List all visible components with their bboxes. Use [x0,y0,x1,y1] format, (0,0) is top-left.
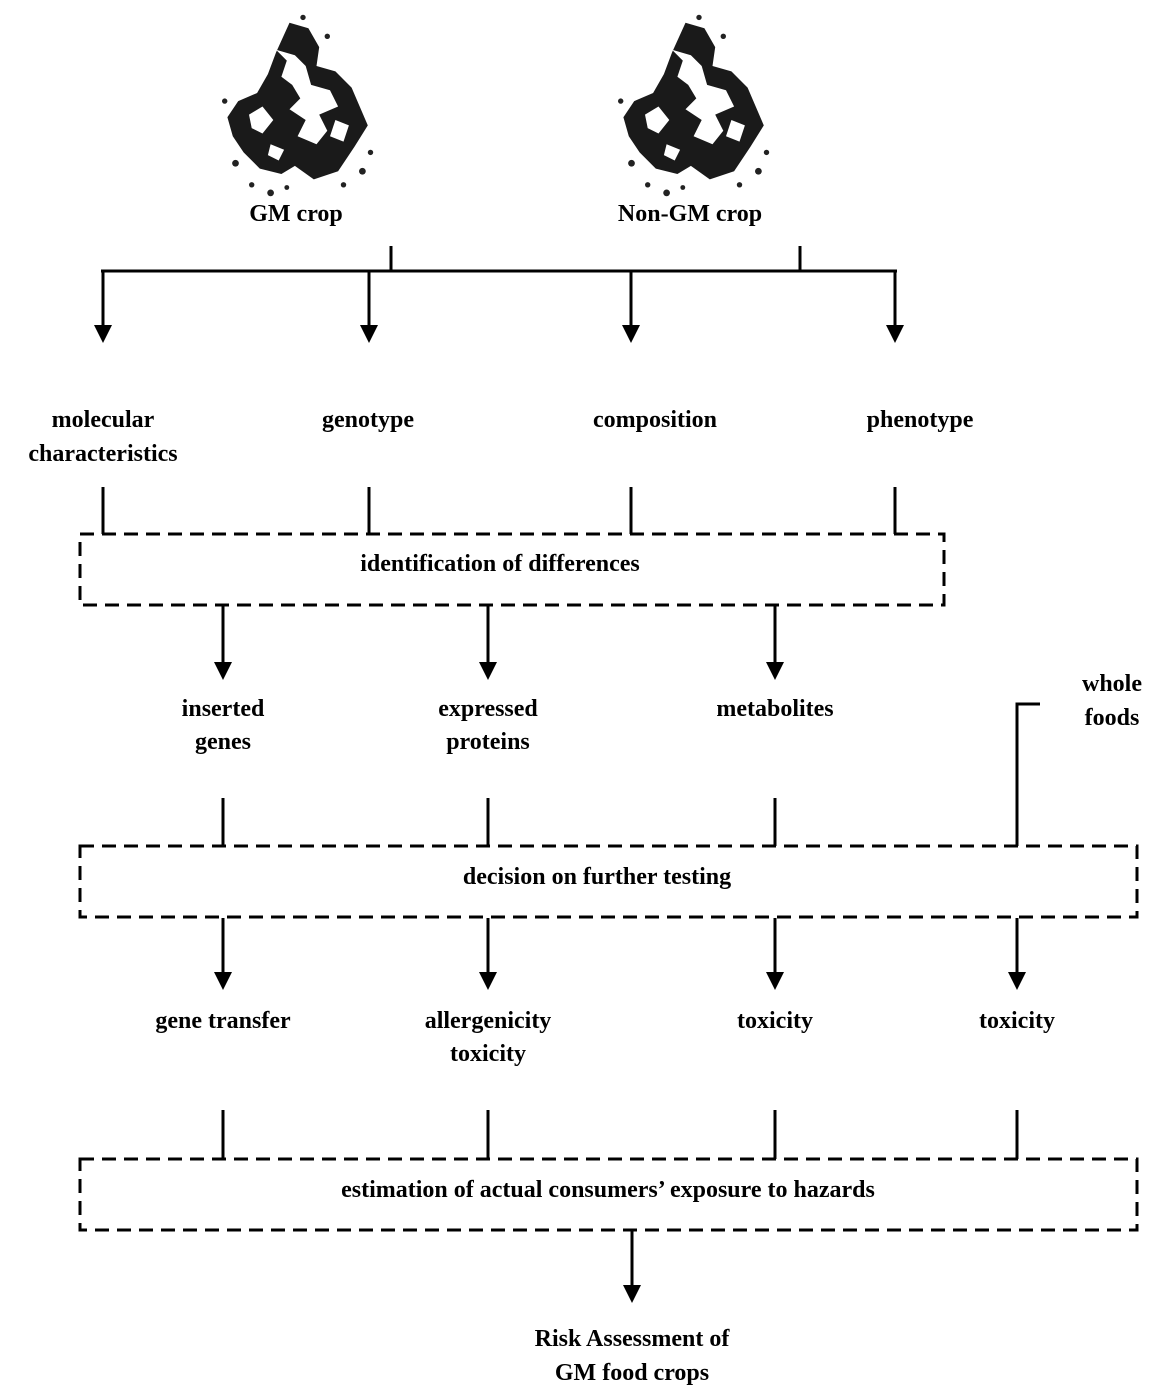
further-testing-label: decision on further testing [463,864,731,890]
risk-assessment-label-line2: GM food crops [555,1360,709,1386]
molecular-label-line1: molecular [52,407,155,433]
metabolites-label: metabolites [716,696,833,722]
allergenicity-label-line1: allergenicity [425,1008,552,1034]
non-gm-crop-label: Non-GM crop [618,201,762,227]
composition-label: composition [593,407,717,433]
exposure-estimation-label: estimation of actual consumers’ exposure… [341,1177,875,1203]
differences-connectors [221,702,1040,846]
crop-comparison-connector [94,246,904,343]
gene-transfer-label: gene transfer [155,1008,291,1034]
identification-box [78,532,946,607]
identification-arrows [214,606,784,680]
genotype-label: genotype [322,407,414,433]
whole-foods-label-line2: foods [1085,705,1140,731]
allergenicity-label-line2: toxicity [450,1041,526,1067]
inserted-genes-label-line1: inserted [182,696,265,722]
phenotype-label: phenotype [867,407,974,433]
whole-food-toxicity-label: toxicity [979,1008,1055,1034]
expressed-proteins-label-line2: proteins [446,729,530,755]
metabolite-toxicity-label: toxicity [737,1008,813,1034]
exposure-estimation-box [78,1157,1139,1232]
characteristics-connectors [101,487,897,534]
gm-crop-plant-icon [222,14,374,197]
testing-arrows [214,918,1026,990]
final-arrow [623,1231,641,1303]
molecular-label-line2: characteristics [28,441,177,467]
tests-connectors [221,1110,1019,1159]
identification-label: identification of differences [360,551,640,577]
inserted-genes-label-line2: genes [195,729,251,755]
risk-assessment-label-line1: Risk Assessment of [535,1326,731,1352]
whole-foods-label-line1: whole [1082,671,1142,697]
non-gm-crop-plant-icon [618,14,770,197]
gm-crop-label: GM crop [249,201,343,227]
expressed-proteins-label-line1: expressed [438,696,538,722]
further-testing-box [78,844,1139,919]
